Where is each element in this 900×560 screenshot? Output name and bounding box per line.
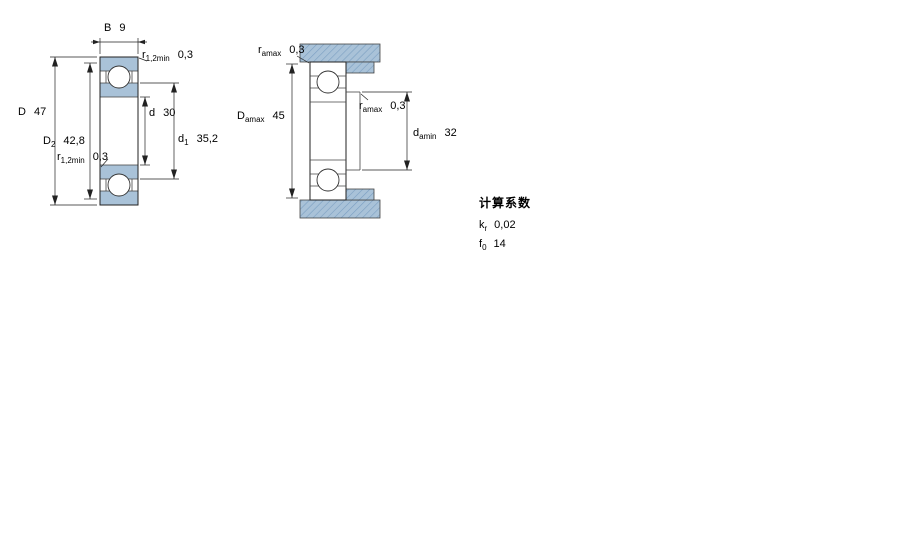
- dim-value: 35,2: [196, 133, 218, 145]
- dim-label-D2: D2 42,8: [43, 135, 85, 149]
- bearing-ball-bottom: [107, 173, 131, 197]
- dim-label-ra-top: ramax 0,3: [258, 44, 305, 58]
- dim-label-da: damin 32: [413, 127, 457, 141]
- dim-label-ra-mid: ramax 0,3: [359, 100, 406, 114]
- dim-subscript: 1: [184, 138, 189, 148]
- calculation-factors-block: 计算系数 kr 0,02 f0 14: [479, 194, 531, 257]
- housing-bottom-section: [299, 199, 381, 219]
- dim-label-d1: d1 35,2: [178, 133, 218, 147]
- dim-value: 32: [444, 127, 457, 139]
- dim-symbol: B: [104, 22, 112, 34]
- left-view-bearing-section: [99, 56, 139, 206]
- dim-value: 42,8: [63, 135, 85, 147]
- bearing-ball-bottom-right: [316, 168, 340, 192]
- factor-symbol: f: [479, 238, 483, 251]
- factor-subscript: r: [484, 224, 488, 234]
- dim-value: 0,3: [289, 44, 305, 56]
- dim-symbol: D: [43, 135, 51, 147]
- dim-label-D: D 47: [18, 106, 46, 120]
- dim-symbol: d: [178, 133, 185, 145]
- bearing-ball-top-right: [316, 70, 340, 94]
- leader-r-top: [138, 57, 148, 62]
- leader-ra-top: [296, 55, 310, 64]
- dim-subscript: amax: [261, 49, 282, 59]
- dim-symbol: r: [359, 100, 363, 112]
- dim-value: 0,3: [92, 151, 108, 163]
- dim-symbol: D: [18, 106, 26, 118]
- calc-factor-f0: f0 14: [479, 238, 531, 252]
- dim-symbol: d: [413, 127, 420, 139]
- factor-subscript: 0: [482, 243, 487, 253]
- dim-label-r-top-left: r1,2min 0,3: [142, 49, 193, 63]
- leader-r-bottom: [100, 158, 109, 168]
- dim-subscript: amax: [362, 105, 383, 115]
- factor-value: 14: [493, 238, 506, 251]
- dim-subscript: 2: [50, 140, 56, 150]
- calc-factors-title: 计算系数: [479, 196, 532, 210]
- dim-subscript: amax: [244, 115, 265, 125]
- calc-factor-kr: kr 0,02: [479, 219, 531, 233]
- dim-subscript: 1,2min: [145, 54, 170, 64]
- dim-label-d: d 30: [149, 107, 175, 121]
- bearing-outline: [99, 56, 139, 206]
- dim-value: 9: [119, 22, 126, 34]
- right-view-abutment-section: [299, 43, 381, 219]
- dim-label-Da: Damax 45: [237, 110, 285, 124]
- dim-symbol: r: [258, 44, 262, 56]
- right-view-dimension-lines: [286, 55, 412, 199]
- left-view-dimension-lines: [50, 38, 179, 206]
- dim-value: 0,3: [390, 100, 406, 112]
- dim-subscript: 1,2min: [60, 156, 85, 166]
- bearing-ball-top: [107, 65, 131, 89]
- dim-value: 47: [33, 106, 47, 118]
- housing-shoulder-bottom: [345, 188, 375, 201]
- dim-symbol: r: [142, 49, 146, 61]
- dim-value: 45: [272, 110, 285, 122]
- factor-symbol: k: [479, 219, 485, 231]
- shield-lines: [105, 71, 133, 191]
- dim-symbol: r: [57, 151, 61, 163]
- dim-value: 30: [163, 107, 176, 119]
- dim-symbol: d: [149, 107, 156, 119]
- dim-label-r-bottom-left: r1,2min 0,3: [57, 151, 108, 165]
- factor-value: 0,02: [494, 219, 516, 231]
- housing-shoulder-top: [345, 61, 375, 74]
- dim-subscript: amin: [419, 132, 437, 142]
- shaft-shoulder-outline: [346, 91, 361, 171]
- dim-symbol: D: [237, 110, 245, 122]
- housing-top-section: [299, 43, 381, 63]
- leader-ra-mid: [360, 93, 369, 101]
- dim-value: 0,3: [177, 49, 193, 61]
